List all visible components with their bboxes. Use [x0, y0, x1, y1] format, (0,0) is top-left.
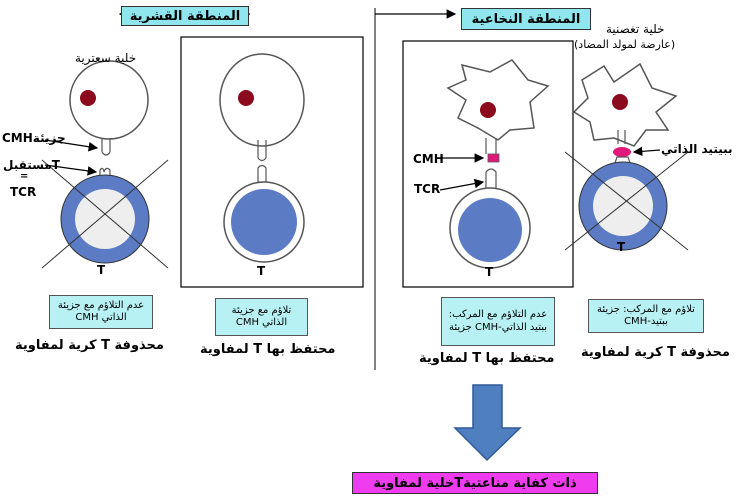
- outcome-deleted-2: كرية لمفاوية T محذوفة: [581, 345, 730, 360]
- label-tcr-1: TCR: [10, 185, 37, 199]
- arrow-cmh-1: [44, 139, 99, 152]
- panel-3-cells: [446, 59, 550, 269]
- panel-4-cells: [564, 62, 689, 251]
- label-t-receptor: مستقبلT: [3, 158, 60, 172]
- outcome-deleted-1: كرية لمفاوية T محذوفة: [15, 338, 164, 353]
- header-cortex: المنطقة القشرية: [121, 6, 249, 26]
- note-match-cmh: تلاؤم مع جزيئة CMH الذاتي: [215, 298, 308, 336]
- label-t-4: T: [617, 240, 626, 254]
- header-medulla: المنطقة النخاعية: [461, 8, 591, 30]
- label-tcr-2: TCR: [414, 182, 441, 196]
- arrow-peptide-4: [632, 146, 661, 157]
- panel-2-cells: [219, 53, 305, 263]
- note-no-match-cmh: عدم التلاؤم مع جزيئة CMH الذاتي: [49, 295, 153, 329]
- arrow-tcr-1: [44, 164, 98, 176]
- label-antigen-presenting: (عارضة لمولد المضاد): [574, 38, 676, 51]
- label-t-1: T: [97, 263, 106, 277]
- label-equals: =: [20, 171, 29, 182]
- label-dendritic-cell: خلية تغصنية: [606, 22, 665, 36]
- label-epithelial-cell: خلية سعترية: [75, 51, 137, 65]
- label-cmh-2: CMH: [413, 152, 444, 166]
- label-t-2: T: [257, 264, 266, 278]
- outcome-kept-2: لمفاوية T محتفظ بها: [419, 351, 555, 366]
- outcome-kept-1: لمفاوية T محتفظ بها: [200, 342, 336, 357]
- note-no-match-complex: عدم التلاؤم مع المركب: جزيئة CMH-ببتيد ا…: [441, 297, 555, 346]
- label-t-3: T: [485, 265, 494, 279]
- result-box: خلية لمفاويةTذات كفاية مناعتية: [352, 472, 598, 494]
- result-arrow: [453, 384, 522, 462]
- panel-1-cells: [41, 60, 169, 269]
- panel-frame-3: [402, 40, 574, 288]
- note-match-complex: تلاؤم مع المركب: جزيئة CMH-ببتيد: [588, 299, 704, 333]
- label-self-peptide: ببيتيد الذاتي: [661, 142, 733, 156]
- panel-frame-2: [180, 36, 364, 288]
- label-cmh-molecule: CMHجزيئة: [2, 131, 66, 145]
- arrow-tcr-3: [439, 178, 485, 191]
